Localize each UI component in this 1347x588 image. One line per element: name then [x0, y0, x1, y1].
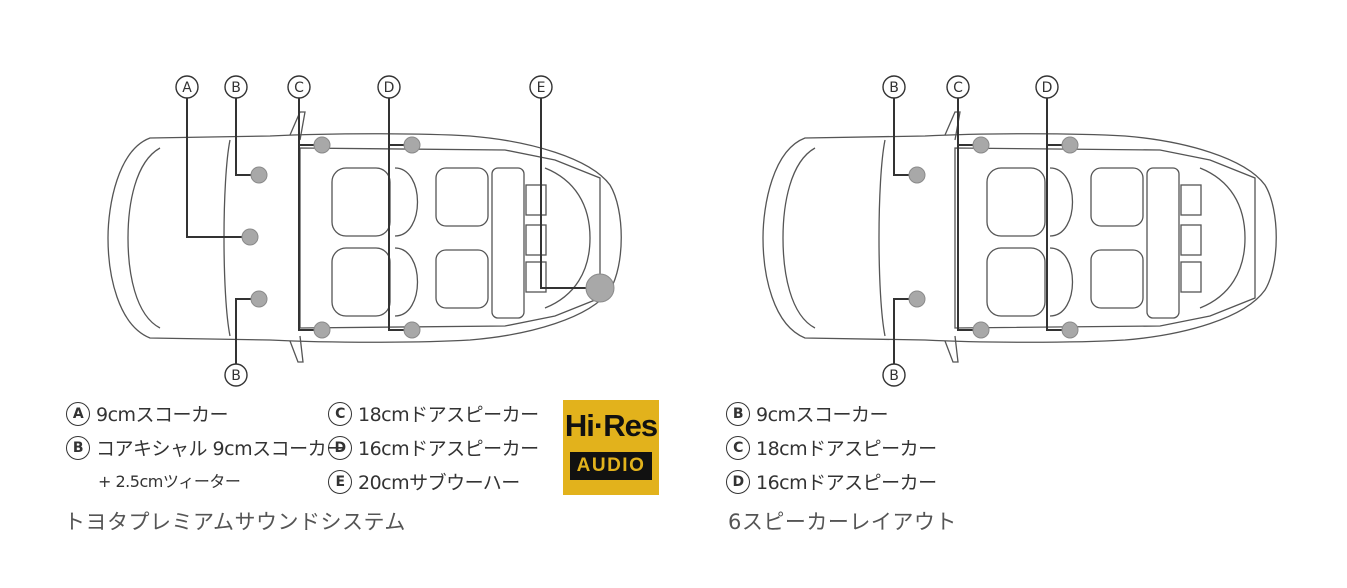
speaker-e-subwoofer	[585, 273, 615, 303]
legend-a-text: 9cmスコーカー	[96, 404, 229, 426]
speaker-d-upper	[1061, 136, 1079, 154]
legend-c-right-text: 18cmドアスピーカー	[756, 438, 937, 460]
marker-c: C	[953, 80, 963, 96]
speaker-d-lower	[1061, 321, 1079, 339]
legend-d-right-text: 16cmドアスピーカー	[756, 472, 937, 494]
left-caption: トヨタプレミアムサウンドシステム	[64, 510, 406, 534]
marker-e: E	[537, 80, 546, 96]
marker-b: B	[889, 80, 899, 96]
legend-d-right-marker: D	[726, 469, 750, 494]
marker-b: B	[231, 80, 241, 96]
hi-res-audio-badge: Hi·Res AUDIO	[563, 400, 659, 495]
legend-c-right: C 18cmドアスピーカー	[726, 434, 937, 461]
legend-b-right-marker: B	[726, 401, 750, 426]
speaker-d-lower	[403, 321, 421, 339]
speaker-b-front	[250, 166, 268, 184]
legend-e-text: 20cmサブウーハー	[358, 472, 520, 494]
marker-c: C	[294, 80, 304, 96]
car-top-view	[762, 111, 1277, 363]
legend-c: C 18cmドアスピーカー	[328, 400, 539, 427]
legend-b: B コアキシャル 9cmスコーカー	[66, 434, 345, 461]
premium-sound-diagram: A B C D E B	[107, 75, 622, 387]
legend-e-marker: E	[328, 469, 352, 494]
legend-b-text: コアキシャル 9cmスコーカー	[96, 438, 345, 460]
legend-a-marker: A	[66, 401, 90, 426]
legend-b-right-text: 9cmスコーカー	[756, 404, 889, 426]
legend-d-text: 16cmドアスピーカー	[358, 438, 539, 460]
speaker-dots	[241, 136, 615, 339]
marker-labels: A B C D E B	[175, 75, 553, 387]
legend-d: D 16cmドアスピーカー	[328, 434, 539, 461]
car-top-view	[107, 111, 622, 363]
speaker-d-upper	[403, 136, 421, 154]
legend-c-text: 18cmドアスピーカー	[358, 404, 539, 426]
marker-b-bottom: B	[889, 368, 899, 384]
marker-d: D	[384, 80, 395, 96]
speaker-c-lower	[972, 321, 990, 339]
marker-d: D	[1042, 80, 1053, 96]
legend-d-right: D 16cmドアスピーカー	[726, 468, 937, 495]
legend-d-marker: D	[328, 435, 352, 460]
marker-labels: B C D B	[882, 75, 1059, 387]
legend-b-right: B 9cmスコーカー	[726, 400, 889, 427]
marker-b-bottom: B	[231, 368, 241, 384]
hi-res-badge-bottom: AUDIO	[570, 452, 652, 480]
speaker-c-lower	[313, 321, 331, 339]
speaker-b-rear	[250, 290, 268, 308]
legend-b-subtext: + 2.5cmツィーター	[98, 472, 241, 491]
speaker-a	[241, 228, 259, 246]
speaker-dots	[908, 136, 1079, 339]
speaker-b-rear	[908, 290, 926, 308]
speaker-c-upper	[313, 136, 331, 154]
legend-b-marker: B	[66, 435, 90, 460]
marker-a: A	[182, 80, 192, 96]
legend-c-marker: C	[328, 401, 352, 426]
speaker-b-front	[908, 166, 926, 184]
right-caption: 6スピーカーレイアウト	[728, 510, 957, 534]
legend-a: A 9cmスコーカー	[66, 400, 229, 427]
legend-e: E 20cmサブウーハー	[328, 468, 520, 495]
six-speaker-diagram: B C D B	[762, 75, 1277, 387]
speaker-c-upper	[972, 136, 990, 154]
legend-c-right-marker: C	[726, 435, 750, 460]
hi-res-badge-top: Hi·Res	[564, 408, 658, 443]
